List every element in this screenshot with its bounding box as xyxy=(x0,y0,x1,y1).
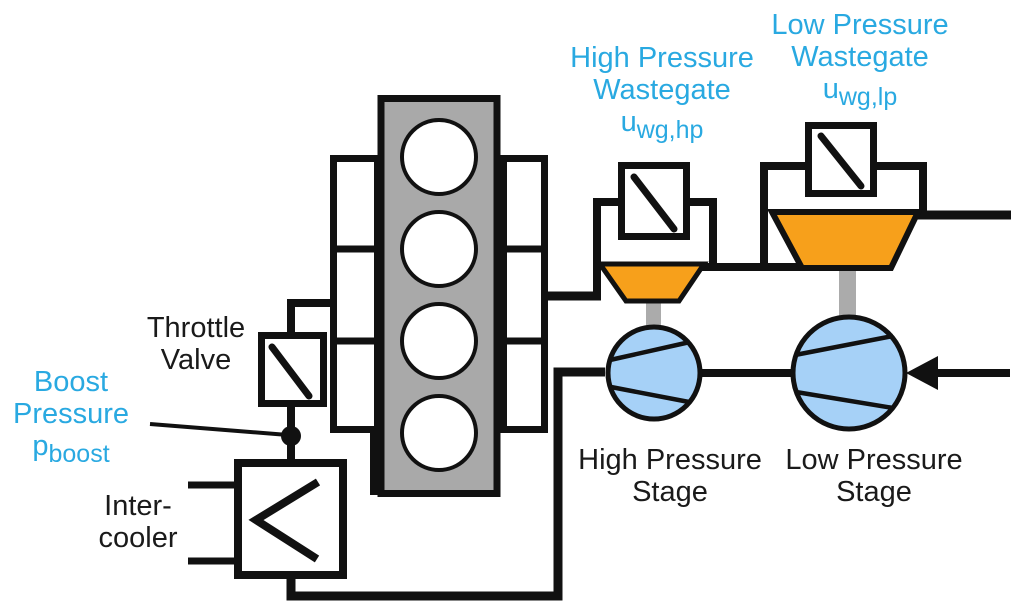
throttle-to-manifold-pipe xyxy=(287,299,334,336)
label-line: Boost xyxy=(33,366,109,398)
hp-compressor-blade-line xyxy=(610,384,690,405)
air-inlet-arrow-icon xyxy=(906,356,938,390)
hp-compressor xyxy=(605,324,703,422)
symbol-subscript: boost xyxy=(48,440,110,468)
hp-wastegate-inlet-pipe xyxy=(593,198,621,299)
cylinder-3 xyxy=(400,302,478,380)
label-line: uwg,hp xyxy=(570,106,754,144)
lp-wastegate-label: Low Pressure Wastegate uwg,lp xyxy=(771,9,949,111)
label-line: High Pressure xyxy=(570,42,754,74)
lp-compressor xyxy=(790,314,908,432)
label-line: Wastegate xyxy=(593,74,731,106)
lp-turbo-shaft xyxy=(839,266,856,321)
charge-air-pipe xyxy=(286,367,605,601)
label-line: uwg,lp xyxy=(771,73,948,111)
throttle-valve-flap xyxy=(268,343,313,400)
hp-wastegate-valve-flap xyxy=(630,173,678,233)
lp-wastegate-inlet-pipe xyxy=(760,162,808,268)
exhaust-manifold xyxy=(500,155,548,433)
lp-stage-label: Low Pressure Stage xyxy=(785,444,962,508)
hp-turbine xyxy=(595,261,709,304)
cylinder-2 xyxy=(400,210,478,288)
intercooler-zigzag-icon xyxy=(248,478,321,563)
cylinder-4 xyxy=(400,394,478,472)
intake-manifold xyxy=(330,155,381,433)
symbol-main: u xyxy=(822,73,839,105)
lp-wastegate-outlet-pipe xyxy=(874,162,927,214)
label-line: Low Pressure xyxy=(771,9,949,41)
lp-compressor-blade-line xyxy=(794,333,894,358)
symbol-subscript: wg,lp xyxy=(838,83,898,111)
hp-stage-label: High Pressure Stage xyxy=(578,444,762,508)
lp-compressor-blade-line xyxy=(795,389,894,411)
cylinder-1 xyxy=(400,118,478,196)
label-line: Valve xyxy=(160,344,232,376)
label-line: Stage xyxy=(836,476,912,508)
boost-pressure-sensor-dot xyxy=(281,426,301,446)
label-line: Wastegate xyxy=(791,41,929,73)
label-line: Pressure xyxy=(12,398,130,430)
throttle-valve-label: Throttle Valve xyxy=(147,312,245,376)
symbol-main: p xyxy=(32,430,49,462)
hp-turbo-shaft xyxy=(646,298,661,330)
label-line: High Pressure xyxy=(578,444,762,476)
label-line: cooler xyxy=(98,522,178,554)
hp-wastegate-outlet-pipe xyxy=(687,198,717,268)
hp-compressor-blade-line xyxy=(609,339,691,363)
label-line: Throttle xyxy=(146,312,246,344)
label-line: Low Pressure xyxy=(785,444,963,476)
label-line: pboost xyxy=(13,430,129,468)
hp-wastegate-label: High Pressure Wastegate uwg,hp xyxy=(570,42,754,144)
label-line: Inter- xyxy=(104,490,172,522)
boost-pressure-leader-line xyxy=(149,422,289,437)
intercooler-label: Inter- cooler xyxy=(99,490,178,554)
symbol-main: u xyxy=(620,106,637,138)
label-line: Stage xyxy=(632,476,708,508)
lp-turbine xyxy=(766,209,923,271)
lp-wastegate-valve-flap xyxy=(817,132,865,190)
boost-pressure-label: Boost Pressure pboost xyxy=(12,366,130,468)
symbol-subscript: wg,hp xyxy=(636,116,704,144)
